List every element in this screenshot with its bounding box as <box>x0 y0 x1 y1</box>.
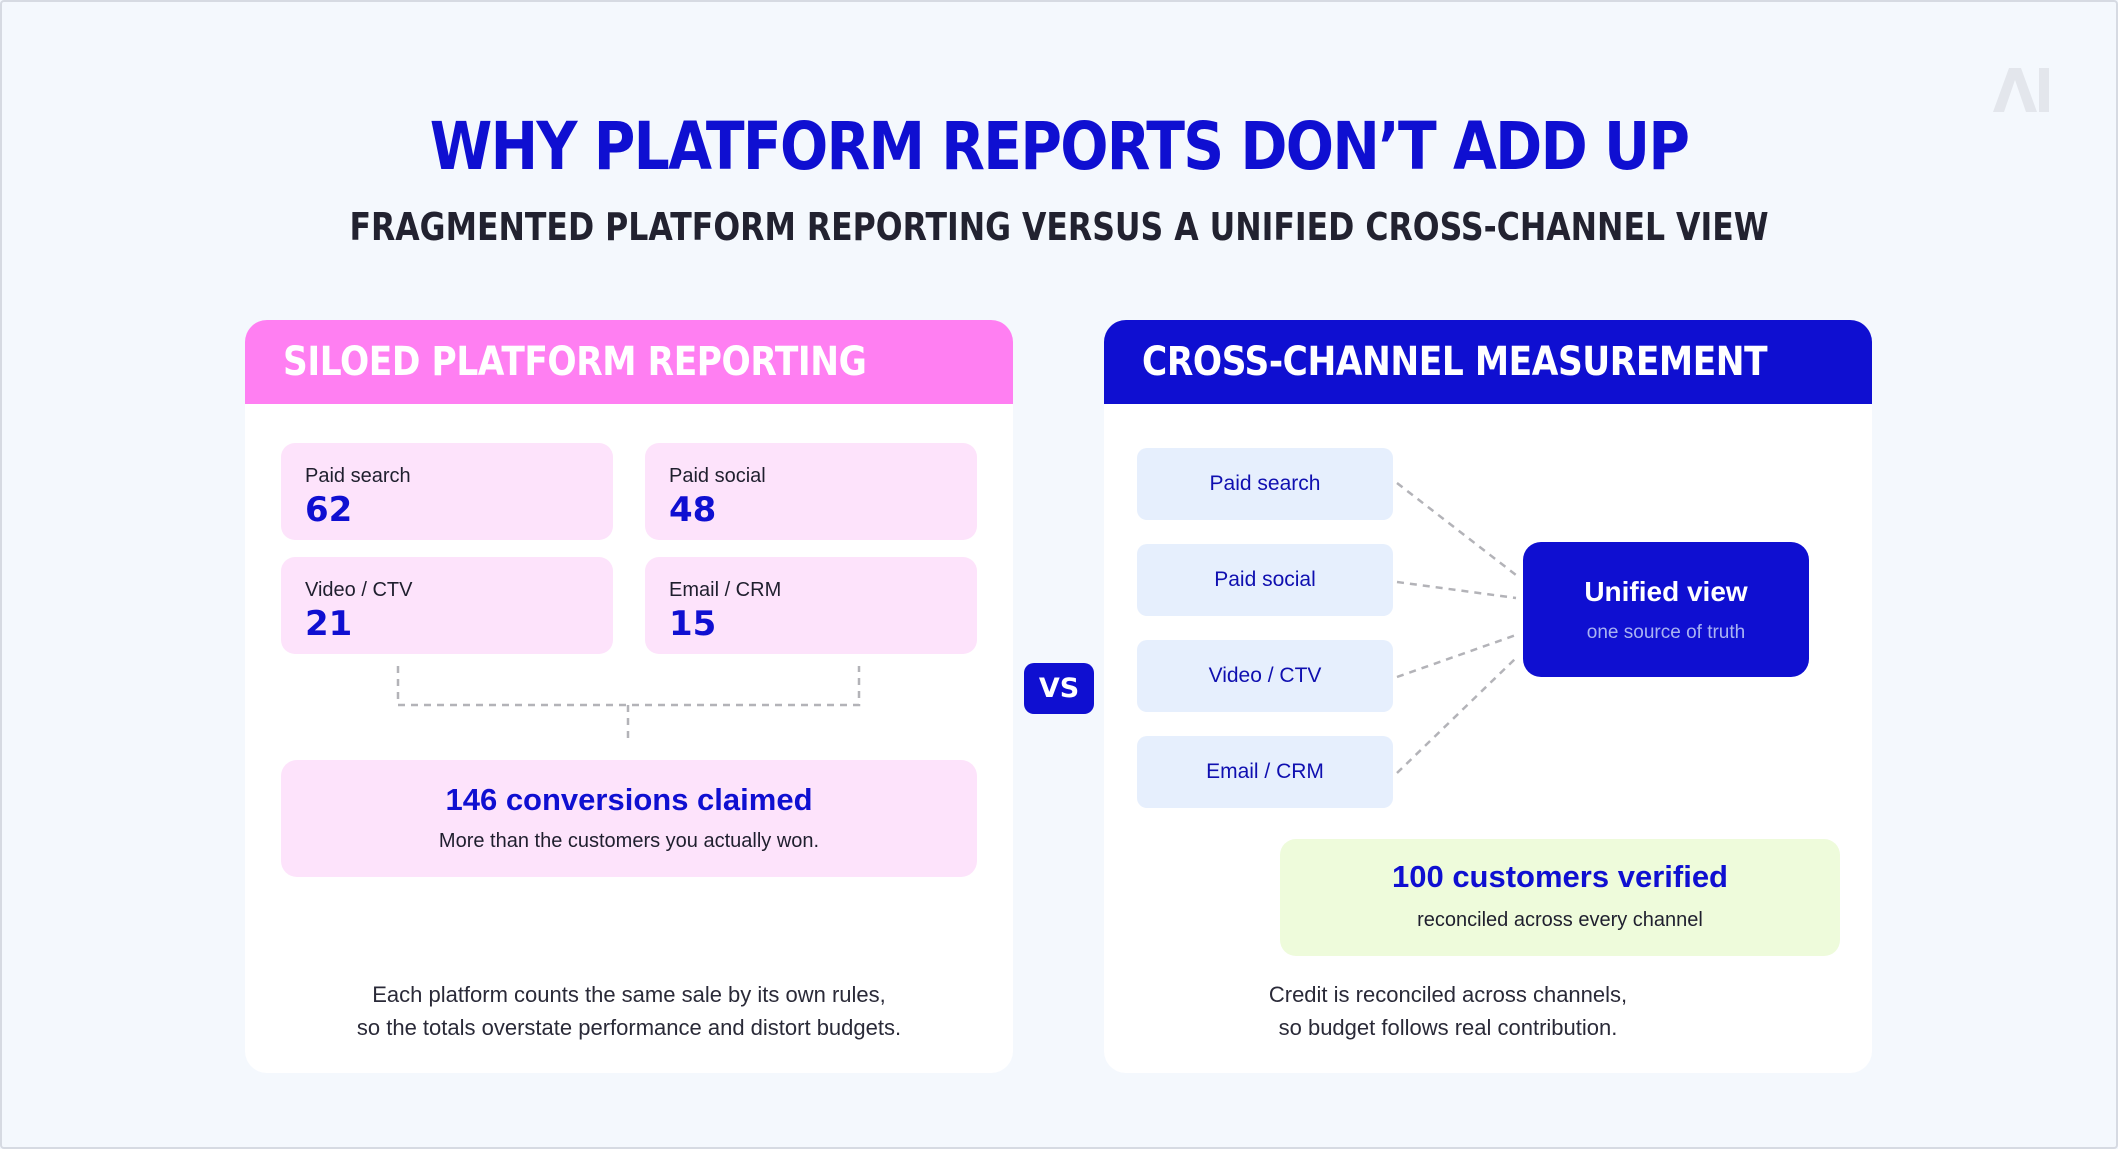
siloed-panel-footer: Each platform counts the same sale by it… <box>245 978 1013 1044</box>
stat-card-video-ctv: Video / CTV 21 <box>281 557 613 654</box>
stat-value: 15 <box>669 604 717 644</box>
page-title: WHY PLATFORM REPORTS DON’T ADD UP <box>429 108 1690 185</box>
cross-channel-panel-title: CROSS-CHANNEL MEASUREMENT <box>1142 339 1768 385</box>
footer-line: so budget follows real contribution. <box>1278 1015 1618 1040</box>
cross-channel-panel-header: CROSS-CHANNEL MEASUREMENT <box>1104 320 1872 404</box>
channel-paid-social: Paid social <box>1137 544 1393 616</box>
page-subtitle: FRAGMENTED PLATFORM REPORTING VERSUS A U… <box>349 205 1769 249</box>
channel-email-crm: Email / CRM <box>1137 736 1393 808</box>
footer-line: so the totals overstate performance and … <box>356 1015 902 1040</box>
conversions-claimed-box: 146 conversions claimed More than the cu… <box>281 760 977 877</box>
verified-note: reconciled across every channel <box>1417 909 1703 931</box>
stat-label: Email / CRM <box>669 579 782 601</box>
channel-connector-lines <box>1396 482 1517 774</box>
claimed-note: More than the customers you actually won… <box>438 830 820 852</box>
channel-video-ctv: Video / CTV <box>1137 640 1393 712</box>
siloed-panel-header: SILOED PLATFORM REPORTING <box>245 320 1013 404</box>
verified-total: 100 customers verified <box>1391 859 1728 894</box>
siloed-reporting-panel: SILOED PLATFORM REPORTING Paid search 62… <box>245 320 1013 1073</box>
unified-view-box: Unified view one source of truth <box>1523 542 1809 677</box>
footer-line: Credit is reconciled across channels, <box>1268 982 1628 1007</box>
sum-bracket-connector <box>396 666 861 743</box>
unified-view-title: Unified view <box>1584 576 1748 607</box>
stat-card-paid-search: Paid search 62 <box>281 443 613 540</box>
channel-paid-search: Paid search <box>1137 448 1393 520</box>
stat-label: Video / CTV <box>305 579 413 601</box>
stat-card-email-crm: Email / CRM 15 <box>645 557 977 654</box>
cross-channel-panel-footer: Credit is reconciled across channels, so… <box>1104 978 1832 1044</box>
stat-value: 21 <box>305 604 353 644</box>
stat-card-paid-social: Paid social 48 <box>645 443 977 540</box>
stat-label: Paid search <box>305 465 411 487</box>
siloed-panel-title: SILOED PLATFORM REPORTING <box>283 339 867 385</box>
ai-logo-icon <box>1993 68 2049 112</box>
customers-verified-box: 100 customers verified reconciled across… <box>1280 839 1840 956</box>
stat-value: 48 <box>669 490 717 530</box>
footer-line: Each platform counts the same sale by it… <box>372 982 886 1007</box>
vs-badge: VS <box>1024 663 1094 714</box>
cross-channel-panel: CROSS-CHANNEL MEASUREMENT Paid search Pa… <box>1104 320 1872 1073</box>
stat-label: Paid social <box>669 465 766 487</box>
unified-view-subtitle: one source of truth <box>1586 622 1746 643</box>
claimed-total: 146 conversions claimed <box>445 782 813 817</box>
stat-value: 62 <box>305 490 353 530</box>
